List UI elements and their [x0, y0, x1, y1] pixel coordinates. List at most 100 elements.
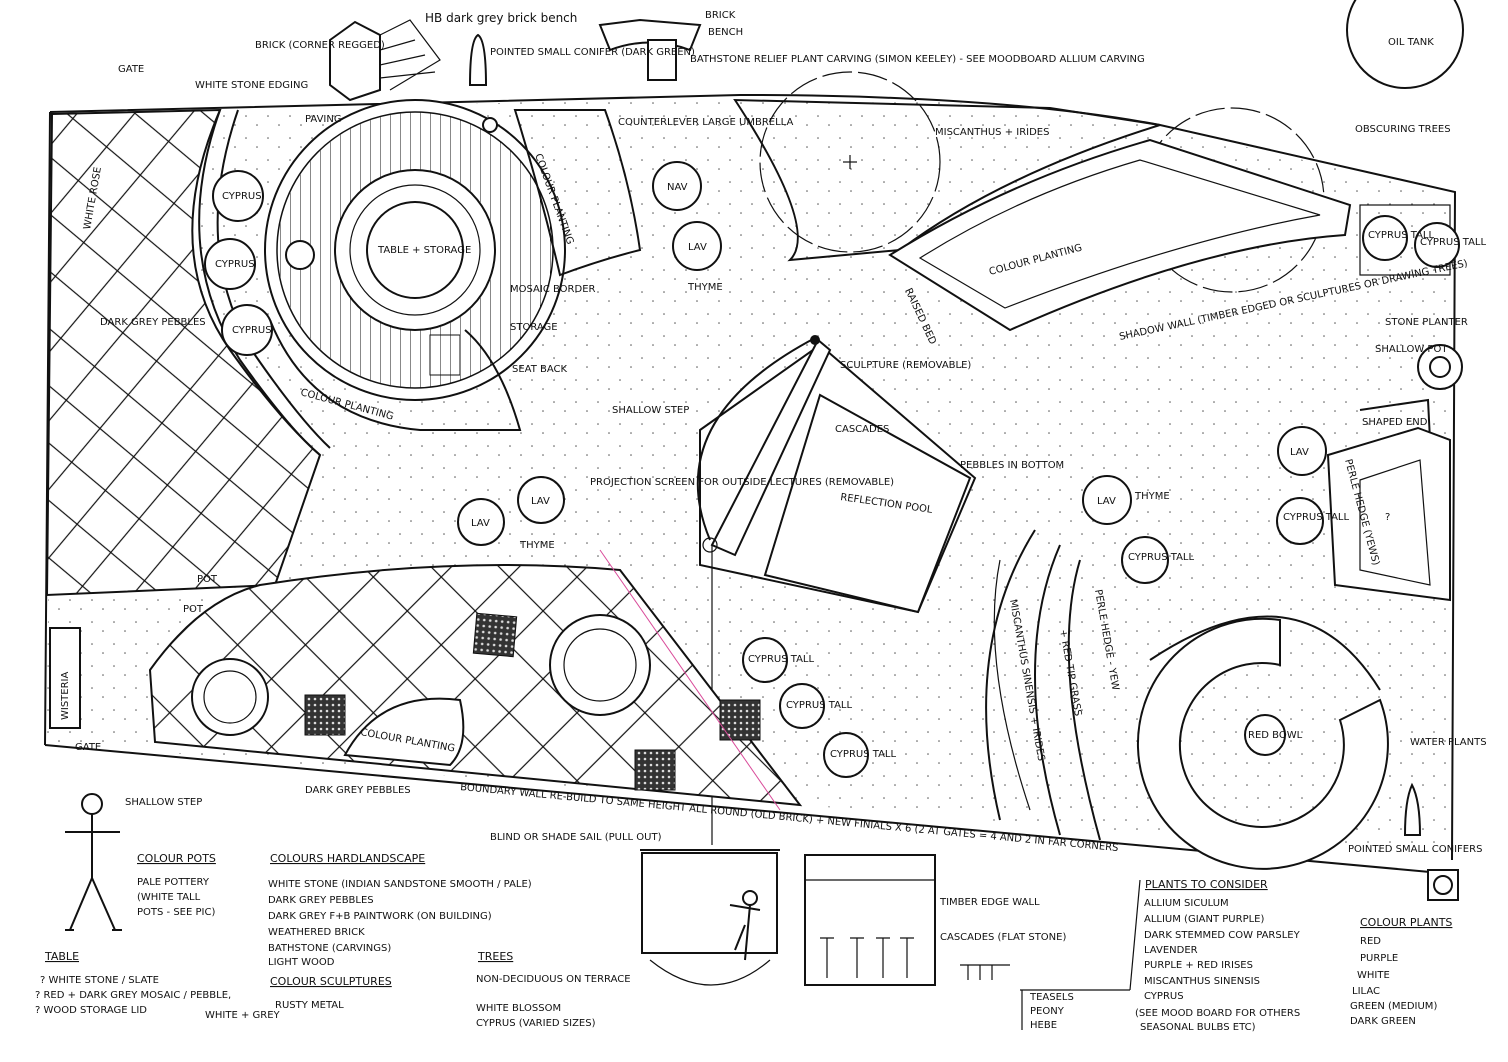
brick-bench-sketch — [329, 18, 702, 102]
legend-item: POTS - SEE PIC) — [137, 907, 215, 918]
label-cypress: CYPRUS — [215, 259, 255, 270]
legend-trees: TREES NON-DECIDUOUS ON TERRACE WHITE BLO… — [476, 950, 631, 1029]
legend-item: NON-DECIDUOUS ON TERRACE — [476, 974, 631, 985]
label-white-stone-edging: WHITE STONE EDGING — [195, 80, 308, 91]
label-water-plants: WATER PLANTS — [1410, 737, 1487, 748]
label-pointed-small-conifers: POINTED SMALL CONIFERS — [1348, 844, 1482, 855]
lower-terrace — [148, 564, 803, 807]
label-gate-top: GATE — [118, 64, 144, 75]
legend-heading: COLOUR POTS — [137, 852, 216, 865]
label-shaped-end: SHAPED END — [1362, 417, 1428, 428]
elevation-labels: BLIND OR SHADE SAIL (PULL OUT) TIMBER ED… — [490, 832, 1066, 943]
legend-item: (SEE MOOD BOARD FOR OTHERS — [1135, 1008, 1300, 1019]
label-sculpture: SCULPTURE (REMOVABLE) — [840, 360, 971, 371]
top-colour-planting-bed — [513, 109, 642, 277]
legend-item: ? RED + DARK GREY MOSAIC / PEBBLE, — [35, 990, 231, 1001]
label-wisteria: WISTERIA — [60, 671, 71, 720]
legend-item: MISCANTHUS SINENSIS — [1144, 976, 1260, 987]
legend-heading: PLANTS TO CONSIDER — [1145, 878, 1268, 891]
label-bathstone: BATHSTONE RELIEF PLANT CARVING (SIMON KE… — [690, 54, 1145, 65]
legend-item: RED — [1360, 936, 1381, 947]
legend-plants-to-consider: PLANTS TO CONSIDER ALLIUM SICULUM ALLIUM… — [1135, 878, 1301, 1033]
label-bench-hb: HB dark grey brick bench — [425, 11, 577, 25]
label-oil-tank: OIL TANK — [1388, 37, 1434, 48]
legend-item: PALE POTTERY — [137, 877, 210, 888]
legend-table: TABLE ? WHITE STONE / SLATE ? RED + DARK… — [35, 950, 281, 1021]
label-pebbles-in-bottom: PEBBLES IN BOTTOM — [960, 460, 1064, 471]
legend-item: WEATHERED BRICK — [268, 927, 365, 938]
label-nav: NAV — [667, 182, 688, 193]
legend-item: CYPRUS (VARIED SIZES) — [476, 1018, 596, 1029]
legend-item: TEASELS — [1029, 992, 1074, 1003]
label-lav: LAV — [471, 518, 490, 529]
label-pot: POT — [197, 574, 218, 585]
accent-line — [599, 549, 781, 811]
label-stone-planter: STONE PLANTER — [1385, 317, 1468, 328]
legend-note: WHITE + GREY — [205, 1010, 281, 1021]
oil-tank — [1346, 0, 1464, 89]
legend-item: DARK GREY F+B PAINTWORK (ON BUILDING) — [268, 911, 492, 922]
label-cypress-tall: CYPRUS TALL — [830, 749, 896, 760]
legend-item: ALLIUM (GIANT PURPLE) — [1144, 914, 1264, 925]
legend-item: WHITE BLOSSOM — [476, 1003, 561, 1014]
label-miscanthus-irides: MISCANTHUS + IRIDES — [935, 127, 1049, 138]
elevation-sketches — [640, 849, 1141, 1030]
left-cypress-group — [204, 170, 273, 356]
label-brick: BRICK — [705, 10, 736, 21]
label-cascades-flat-stone: CASCADES (FLAT STONE) — [940, 932, 1066, 943]
legend-item: DARK GREEN — [1350, 1016, 1416, 1027]
label-shallow-pot: SHALLOW POT — [1375, 344, 1448, 355]
label-counterlever: COUNTERLEVER LARGE UMBRELLA — [618, 117, 793, 128]
person-scale-figure — [65, 793, 122, 931]
legend-item: BATHSTONE (CARVINGS) — [268, 943, 391, 954]
legend-item: DARK STEMMED COW PARSLEY — [1144, 930, 1301, 941]
legend-colour-plants: COLOUR PLANTS RED PURPLE WHITE LILAC GRE… — [1350, 916, 1452, 1027]
terrace-cypress-circles — [742, 637, 869, 778]
label-gate: GATE — [75, 742, 101, 753]
legend-item: LILAC — [1352, 986, 1380, 997]
label-cypress: CYPRUS — [222, 191, 262, 202]
top-labels: GATE WHITE STONE EDGING BRICK (CORNER RE… — [118, 10, 1434, 91]
label-storage: STORAGE — [510, 322, 558, 333]
label-lav: LAV — [531, 496, 550, 507]
circular-seating-area — [264, 99, 566, 431]
label-pot: POT — [183, 604, 204, 615]
legend-item: ? WOOD STORAGE LID — [35, 1005, 147, 1016]
perle-hedge-box — [1326, 426, 1451, 602]
legend-item: CYPRUS — [1144, 991, 1184, 1002]
label-seat-back: SEAT BACK — [512, 364, 568, 375]
legend-heading: TABLE — [44, 950, 79, 963]
label-shallow-step: SHALLOW STEP — [612, 405, 689, 416]
legend-heading: COLOUR PLANTS — [1360, 916, 1452, 929]
label-brick-corner: BRICK (CORNER REGGED) — [255, 40, 385, 51]
label-cypress: CYPRUS — [232, 325, 272, 336]
label-thyme: THYME — [519, 540, 555, 551]
legend-item: WHITE STONE (INDIAN SANDSTONE SMOOTH / P… — [268, 879, 532, 890]
right-planters — [1359, 204, 1463, 441]
legend-item: LAVENDER — [1144, 945, 1198, 956]
legend-heading: COLOUR SCULPTURES — [270, 975, 392, 988]
legend-heading: TREES — [477, 950, 513, 963]
label-timber-edge-wall: TIMBER EDGE WALL — [939, 897, 1040, 908]
label-table-storage: TABLE + STORAGE — [377, 245, 471, 256]
legend-item: PEONY — [1030, 1006, 1065, 1017]
legend-item: PURPLE — [1360, 953, 1398, 964]
legend-item: WHITE — [1357, 970, 1390, 981]
label-blind: BLIND OR SHADE SAIL (PULL OUT) — [490, 832, 662, 843]
legend-small-list: TEASELS PEONY HEBE — [1029, 992, 1074, 1031]
label-paving: PAVING — [305, 114, 342, 125]
label-thyme: THYME — [1134, 491, 1170, 502]
legend-item: ? WHITE STONE / SLATE — [40, 975, 159, 986]
label-cascades: CASCADES — [835, 424, 889, 435]
legend-item: SEASONAL BULBS ETC) — [1140, 1022, 1256, 1033]
label-cypress-tall: CYPRUS TALL — [748, 654, 814, 665]
label-lav: LAV — [1290, 447, 1309, 458]
legend-colour-pots: COLOUR POTS PALE POTTERY (WHITE TALL POT… — [137, 852, 216, 918]
legend-item: DARK GREY PEBBLES — [268, 895, 374, 906]
label-lav: LAV — [1097, 496, 1116, 507]
terrace-features — [49, 612, 761, 791]
label-projection-screen: PROJECTION SCREEN FOR OUTSIDE LECTURES (… — [590, 477, 894, 488]
label-dark-grey-pebbles-bottom: DARK GREY PEBBLES — [305, 785, 411, 796]
reflection-pool-area — [696, 335, 977, 845]
